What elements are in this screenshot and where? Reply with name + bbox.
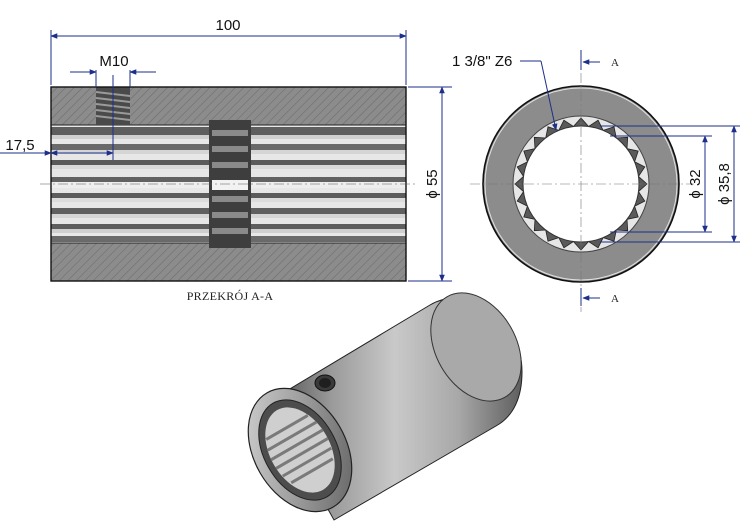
isometric-view (247, 292, 523, 521)
section-marker-bottom: A (580, 288, 619, 306)
dimension-thread-offset: 17,5 (0, 75, 114, 160)
end-view (470, 55, 694, 312)
spline-label: 1 3/8" Z6 (452, 53, 512, 70)
spline-diameter-label: ϕ 35,8 (716, 163, 733, 205)
section-letter-top: A (611, 57, 619, 69)
outer-diameter-label: ϕ 55 (424, 169, 441, 198)
section-caption: PRZEKRÓJ A-A (187, 289, 274, 303)
iso-spline (265, 407, 335, 493)
dimension-length: 100 (50, 17, 407, 85)
dimension-inner-diameters: ϕ 32 ϕ 35,8 (600, 125, 740, 243)
section-view (40, 86, 418, 282)
length-label: 100 (215, 17, 240, 34)
thread-label: M10 (99, 53, 128, 70)
dimension-spline: 1 3/8" Z6 (452, 53, 558, 131)
section-letter-bottom: A (611, 293, 619, 305)
offset-label: 17,5 (5, 137, 34, 154)
dimension-outer-diameter: ϕ 55 (408, 86, 452, 282)
inner-diameter-label: ϕ 32 (687, 169, 704, 198)
section-marker-top: A (580, 50, 619, 70)
dimension-thread: M10 (70, 53, 156, 87)
